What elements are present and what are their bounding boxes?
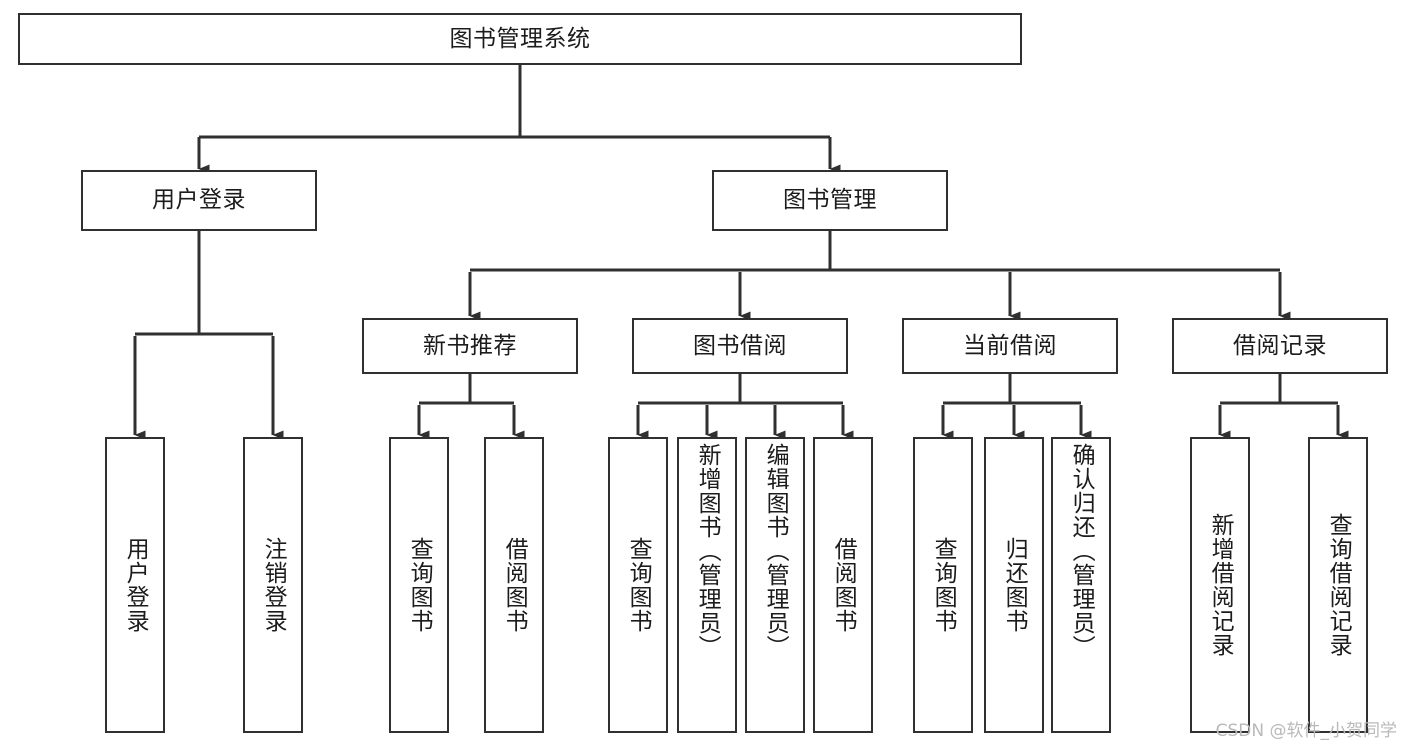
node-current-borrow-label: 当前借阅	[963, 332, 1057, 359]
node-leaf-user-login[interactable]: 用户登录	[105, 437, 165, 733]
node-leaf-return-book[interactable]: 归还图书	[984, 437, 1044, 733]
node-leaf-borrow-book-rec[interactable]: 借阅图书	[484, 437, 544, 733]
node-borrow-record-label: 借阅记录	[1233, 332, 1327, 359]
node-leaf-add-book-admin[interactable]: 新增图书（管理员）	[677, 437, 737, 733]
node-root-system[interactable]: 图书管理系统	[18, 13, 1022, 65]
node-leaf-query-book-rec[interactable]: 查询图书	[389, 437, 449, 733]
node-book-manage-label: 图书管理	[783, 187, 877, 213]
node-leaf-add-record-label: 新增借阅记录	[1207, 513, 1234, 657]
node-book-manage[interactable]: 图书管理	[712, 170, 948, 231]
node-new-book-rec-label: 新书推荐	[423, 332, 517, 359]
node-leaf-edit-book-admin[interactable]: 编辑图书（管理员）	[745, 437, 805, 733]
node-current-borrow[interactable]: 当前借阅	[902, 318, 1118, 374]
node-leaf-query-record-label: 查询借阅记录	[1325, 513, 1352, 657]
node-leaf-confirm-return-label: 确认归还（管理员）	[1068, 443, 1095, 659]
node-new-book-recommendation[interactable]: 新书推荐	[362, 318, 578, 374]
edge-book-manage-to-level3	[470, 231, 1280, 272]
node-leaf-confirm-return[interactable]: 确认归还（管理员）	[1051, 437, 1111, 733]
node-user-login[interactable]: 用户登录	[81, 170, 317, 231]
node-root-label: 图书管理系统	[449, 25, 591, 52]
node-leaf-borrow-book-brw-label: 借阅图书	[830, 537, 857, 633]
watermark-text: CSDN @软件_小贺同学	[1215, 721, 1397, 741]
node-user-login-label: 用户登录	[152, 187, 246, 213]
node-leaf-borrow-book-brw[interactable]: 借阅图书	[813, 437, 873, 733]
edge-user-login-to-leaves	[135, 231, 273, 336]
node-borrow-record[interactable]: 借阅记录	[1172, 318, 1388, 374]
edge-root-to-level2	[197, 65, 832, 162]
edge-book-borrow-to-leaves	[638, 374, 843, 405]
node-leaf-return-book-label: 归还图书	[1001, 537, 1028, 633]
node-leaf-add-record[interactable]: 新增借阅记录	[1190, 437, 1250, 733]
edge-borrow-record-to-leaves	[1220, 374, 1338, 405]
node-leaf-query-book-cur[interactable]: 查询图书	[913, 437, 973, 733]
node-leaf-borrow-book-rec-label: 借阅图书	[501, 537, 528, 633]
node-leaf-query-record[interactable]: 查询借阅记录	[1308, 437, 1368, 733]
node-book-borrow[interactable]: 图书借阅	[632, 318, 848, 374]
node-leaf-add-book-admin-label: 新增图书（管理员）	[694, 443, 721, 659]
node-leaf-user-logout[interactable]: 注销登录	[243, 437, 303, 733]
node-leaf-query-book-brw-label: 查询图书	[625, 537, 652, 633]
node-leaf-query-book-brw[interactable]: 查询图书	[608, 437, 668, 733]
edge-current-borrow-to-leaves	[943, 374, 1081, 405]
node-leaf-query-book-rec-label: 查询图书	[406, 537, 433, 633]
node-leaf-query-book-cur-label: 查询图书	[930, 537, 957, 633]
edge-new-book-rec-to-leaves	[419, 374, 514, 405]
node-leaf-user-logout-label: 注销登录	[260, 537, 287, 633]
node-leaf-edit-book-admin-label: 编辑图书（管理员）	[762, 443, 789, 659]
node-book-borrow-label: 图书借阅	[693, 332, 787, 359]
node-leaf-user-login-label: 用户登录	[122, 537, 149, 633]
